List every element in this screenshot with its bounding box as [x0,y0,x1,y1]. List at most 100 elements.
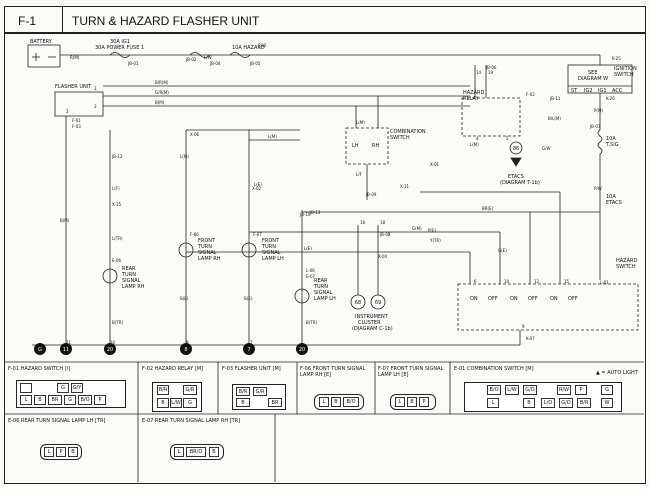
ign-pos-ig2: IG2 [584,88,593,94]
ign-fuse-label-2: T.SIG [605,142,619,148]
junction-16: X-04 [378,254,388,259]
wire-label-18: L/F [356,172,363,177]
ground-label-2: 11 [63,347,69,353]
battery-label: BATTERY [30,39,53,45]
connector-f06: L B B/O [314,394,364,410]
header-code-divider [62,6,63,32]
connector-e07-title: E-07 REAR TURN SIGNAL LAMP RH [TR] [142,418,241,424]
junction-1: JB-01 [127,61,139,66]
pin-6: 6 [474,279,477,284]
diagram-code: F-1 [18,14,36,28]
wire-label-7: L(F) [112,186,120,191]
junction-23: F-06 [190,232,199,237]
wire-label-9: B(TR) [112,320,124,325]
wire-label-1: R(M) [70,55,80,60]
connector-f07-title: F-07 FRONT TURN SIGNAL LAMP LH [E] [378,366,444,378]
hz-sw-5: ON [550,296,558,302]
flasher-unit-label: FLASHER UNIT [55,84,92,90]
junction-13: X-15 [112,202,122,207]
pin-14: 14 [476,70,482,75]
rear-lamp-rh-label-2: TURN [121,272,136,278]
e01-pin-7: L [487,398,499,408]
diagram-title: TURN & HAZARD FLASHER UNIT [72,14,260,28]
hazard-switch-box [457,283,639,331]
connector-f02-title: F-02 HAZARD RELAY [M] [142,366,203,372]
junction-11: JB-12 [111,154,123,159]
etacs-label-2: (DIAGRAM T-1b) [500,180,540,186]
junction-4: JB-05 [249,61,261,66]
wire-label-15: L(E) [254,182,262,187]
junction-30: K-07 [526,336,535,341]
e07-pin-3: B [209,447,219,457]
f01-pin-3: G/Y [71,383,83,393]
f01-pin-6: BR [48,395,62,405]
ig1-fuse-label: 30A IG1 [110,39,130,45]
junction-3: JB-04 [209,61,221,66]
junction-12: JB-13 [309,210,321,215]
rear-lamp-lh-symbol [294,288,310,304]
connector-f06-title: F-06 FRONT TURN SIGNAL LAMP RH [E] [300,366,366,378]
hz-sw-4: OFF [528,296,538,302]
junction-9: JB-10 [299,212,311,217]
junction-29: X-11 [400,184,410,189]
front-lamp-lh-label-1: FRONT [262,238,280,244]
pin-3: 3 [94,104,97,109]
f02-pin-2: G/R [183,385,197,395]
junction-28: L-06 [306,268,315,273]
e06-pin-2: P [56,447,66,457]
rear-lamp-lh-label-4: LAMP LH [314,296,336,302]
see-diagram-label-2: DIAGRAM W [578,76,608,82]
rear-lamp-lh-label-1: REAR [314,278,328,284]
junction-22: F-03 [72,124,81,129]
header-frame [4,6,646,34]
wire-label-25: P/W [594,186,602,191]
wire-label-28: G(M) [412,226,422,231]
f07-pin-1: L [395,397,405,407]
junction-6: JB-07 [589,124,601,129]
cluster-label-2: CLUSTER [358,320,381,326]
wire-label-17: B(TR) [306,320,318,325]
e01-pin-6: G [601,385,613,395]
ground-label-4: 8 [184,347,187,353]
f02-pin-5: G [183,398,197,408]
connector-f02: B/R G/R B L/W G [152,382,202,412]
wire-label-21: P(E) [428,228,437,233]
e01-pin-11: B/R [577,398,591,408]
front-lamp-rh-label-4: LAMP RH [198,256,221,262]
f01-pin-8: B/O [78,395,92,405]
f01-pin-7: G [64,395,76,405]
ign-fuse-b-label-2: ETACS [606,200,622,206]
f07-pin-3: P [419,397,429,407]
diagram-frame [4,32,646,484]
combination-switch-label-2: SWITCH [390,135,410,141]
e01-pin-5: P [575,385,587,395]
e01-pin-9: L/O [541,398,555,408]
wire-label-10: B(M) [60,218,70,223]
ground-label-5: 7 [247,347,250,353]
junction-27: L-01 [600,280,609,285]
e01-pin-8: B [523,398,535,408]
rear-lamp-lh-label-3: SIGNAL [314,290,333,296]
e01-pin-1: B/O [487,385,501,395]
pin-5: 5 [506,136,509,141]
junction-15: X-02 [252,186,262,191]
rear-lamp-lh-label-2: TURN [313,284,328,290]
ignition-fuse-symbol [597,129,603,155]
wire-label-29: Y(TR) [429,238,441,243]
hazard-fuse-symbol [229,52,251,58]
pin-2: 2 [66,109,69,114]
pin-20: 20 [110,340,116,345]
ign-pos-st: ST [571,88,578,94]
cluster-label-3: (DIAGRAM C-1b) [352,326,393,332]
f01-pin-9: P [94,395,106,405]
hazard-switch-label-1: HAZARD [616,258,638,264]
etacs-pin-label: 86 [513,146,519,152]
pin-19: 19 [488,70,494,75]
wire-label-24: P(M) [594,108,603,113]
pin-9: 9 [522,324,525,329]
ground-label-6: 20 [299,347,305,353]
cluster-pin-68 [350,294,366,310]
front-lamp-rh-symbol [178,242,194,258]
